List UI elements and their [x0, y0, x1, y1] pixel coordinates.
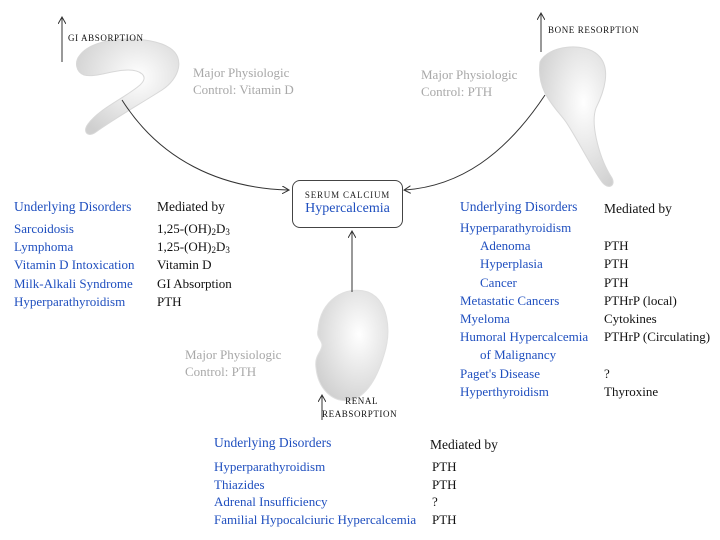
list-item: PTH	[604, 256, 629, 272]
list-item: Hyperplasia	[480, 256, 543, 272]
serum-calcium-title: SERUM CALCIUM	[304, 190, 391, 200]
gi-to-serum-arrow	[121, 99, 288, 190]
list-item: Familial Hypocalciuric Hypercalcemia	[214, 511, 417, 527]
bone-to-serum-arrow	[405, 94, 546, 190]
bottom-header-mediated: Mediated by	[430, 437, 498, 452]
list-item: ?	[604, 365, 610, 381]
serum-calcium-box: SERUM CALCIUM Hypercalcemia	[292, 180, 403, 228]
list-item: PTH	[604, 274, 629, 290]
left-header-mediated: Mediated by	[157, 199, 225, 214]
list-item	[604, 346, 710, 364]
bone-control-line2: Control: PTH	[421, 84, 493, 99]
list-item: PTH	[432, 459, 457, 474]
list-item: Vitamin D Intoxication	[14, 257, 135, 273]
left-header-disorders: Underlying Disorders	[14, 199, 132, 214]
bone-control-line1: Major Physiologic	[421, 67, 518, 82]
list-item: PTH	[432, 476, 457, 492]
list-item: GI Absorption	[157, 275, 232, 291]
right-header-mediated: Mediated by	[604, 201, 672, 216]
list-item: PTH	[604, 238, 629, 254]
list-item: Humoral Hypercalcemia	[460, 329, 589, 345]
gi-control-line1: Major Physiologic	[193, 65, 290, 80]
right-disorders-list: Hyperparathyroidism Adenoma Hyperplasia …	[460, 219, 588, 401]
list-item: Sarcoidosis	[14, 221, 74, 236]
bottom-header-disorders: Underlying Disorders	[214, 435, 332, 450]
list-item	[604, 219, 710, 237]
list-item: Hyperparathyroidism	[14, 293, 126, 309]
renal-control-label: Major Physiologic Control: PTH	[185, 346, 281, 380]
list-item: Paget's Disease	[460, 365, 540, 381]
hypercalcemia-label: Hypercalcemia	[305, 201, 390, 216]
list-item: Hyperparathyroidism	[460, 220, 572, 235]
bottom-mediators-list: PTH PTH ? PTH	[432, 458, 457, 528]
list-item: Myeloma	[460, 310, 510, 326]
list-item: PTH	[432, 511, 457, 527]
list-item: 1,25-(OH)2D3	[157, 239, 230, 256]
right-header-disorders: Underlying Disorders	[460, 199, 578, 214]
list-item: PTH	[157, 293, 182, 309]
bottom-disorders-list: Hyperparathyroidism Thiazides Adrenal In…	[214, 458, 416, 528]
list-item: 1,25-(OH)2D3	[157, 221, 230, 237]
bone-resorption-label: BONE RESORPTION	[548, 25, 640, 35]
list-item: Cancer	[480, 274, 517, 290]
left-disorders-list: Sarcoidosis Lymphoma Vitamin D Intoxicat…	[14, 220, 135, 311]
list-item: Hyperthyroidism	[460, 383, 549, 399]
list-item: Thyroxine	[604, 383, 659, 399]
list-item: Hyperparathyroidism	[214, 459, 326, 474]
list-item: PTHrP (Circulating)	[604, 329, 711, 345]
right-mediators-list: PTH PTH PTH PTHrP (local) Cytokines PTHr…	[604, 219, 710, 401]
renal-label-line2: REABSORPTION	[322, 409, 398, 419]
renal-reabsorption-label: RENAL REABSORPTION	[322, 395, 397, 421]
list-item: Adrenal Insufficiency	[214, 494, 328, 509]
renal-control-line1: Major Physiologic	[185, 347, 282, 362]
list-item: Lymphoma	[14, 239, 74, 255]
gi-control-label: Major Physiologic Control: Vitamin D	[193, 64, 294, 98]
list-item: Adenoma	[480, 238, 531, 254]
list-item: of Malignancy	[480, 347, 557, 363]
gi-control-line2: Control: Vitamin D	[193, 82, 294, 97]
kidney-illustration	[315, 289, 389, 402]
list-item: Thiazides	[214, 476, 265, 492]
list-item: ?	[432, 494, 438, 509]
bone-illustration	[539, 46, 614, 187]
list-item: Milk-Alkali Syndrome	[14, 275, 133, 291]
list-item: Metastatic Cancers	[460, 292, 560, 308]
list-item: Vitamin D	[157, 257, 212, 273]
gi-absorption-label: GI ABSORPTION	[68, 33, 144, 43]
bone-control-label: Major Physiologic Control: PTH	[421, 66, 517, 100]
renal-label-line1: RENAL	[345, 396, 379, 406]
intestine-illustration	[76, 38, 180, 135]
renal-control-line2: Control: PTH	[185, 364, 257, 379]
list-item: Cytokines	[604, 310, 657, 326]
left-mediators-list: 1,25-(OH)2D3 1,25-(OH)2D3 Vitamin D GI A…	[157, 220, 232, 311]
list-item: PTHrP (local)	[604, 292, 677, 308]
